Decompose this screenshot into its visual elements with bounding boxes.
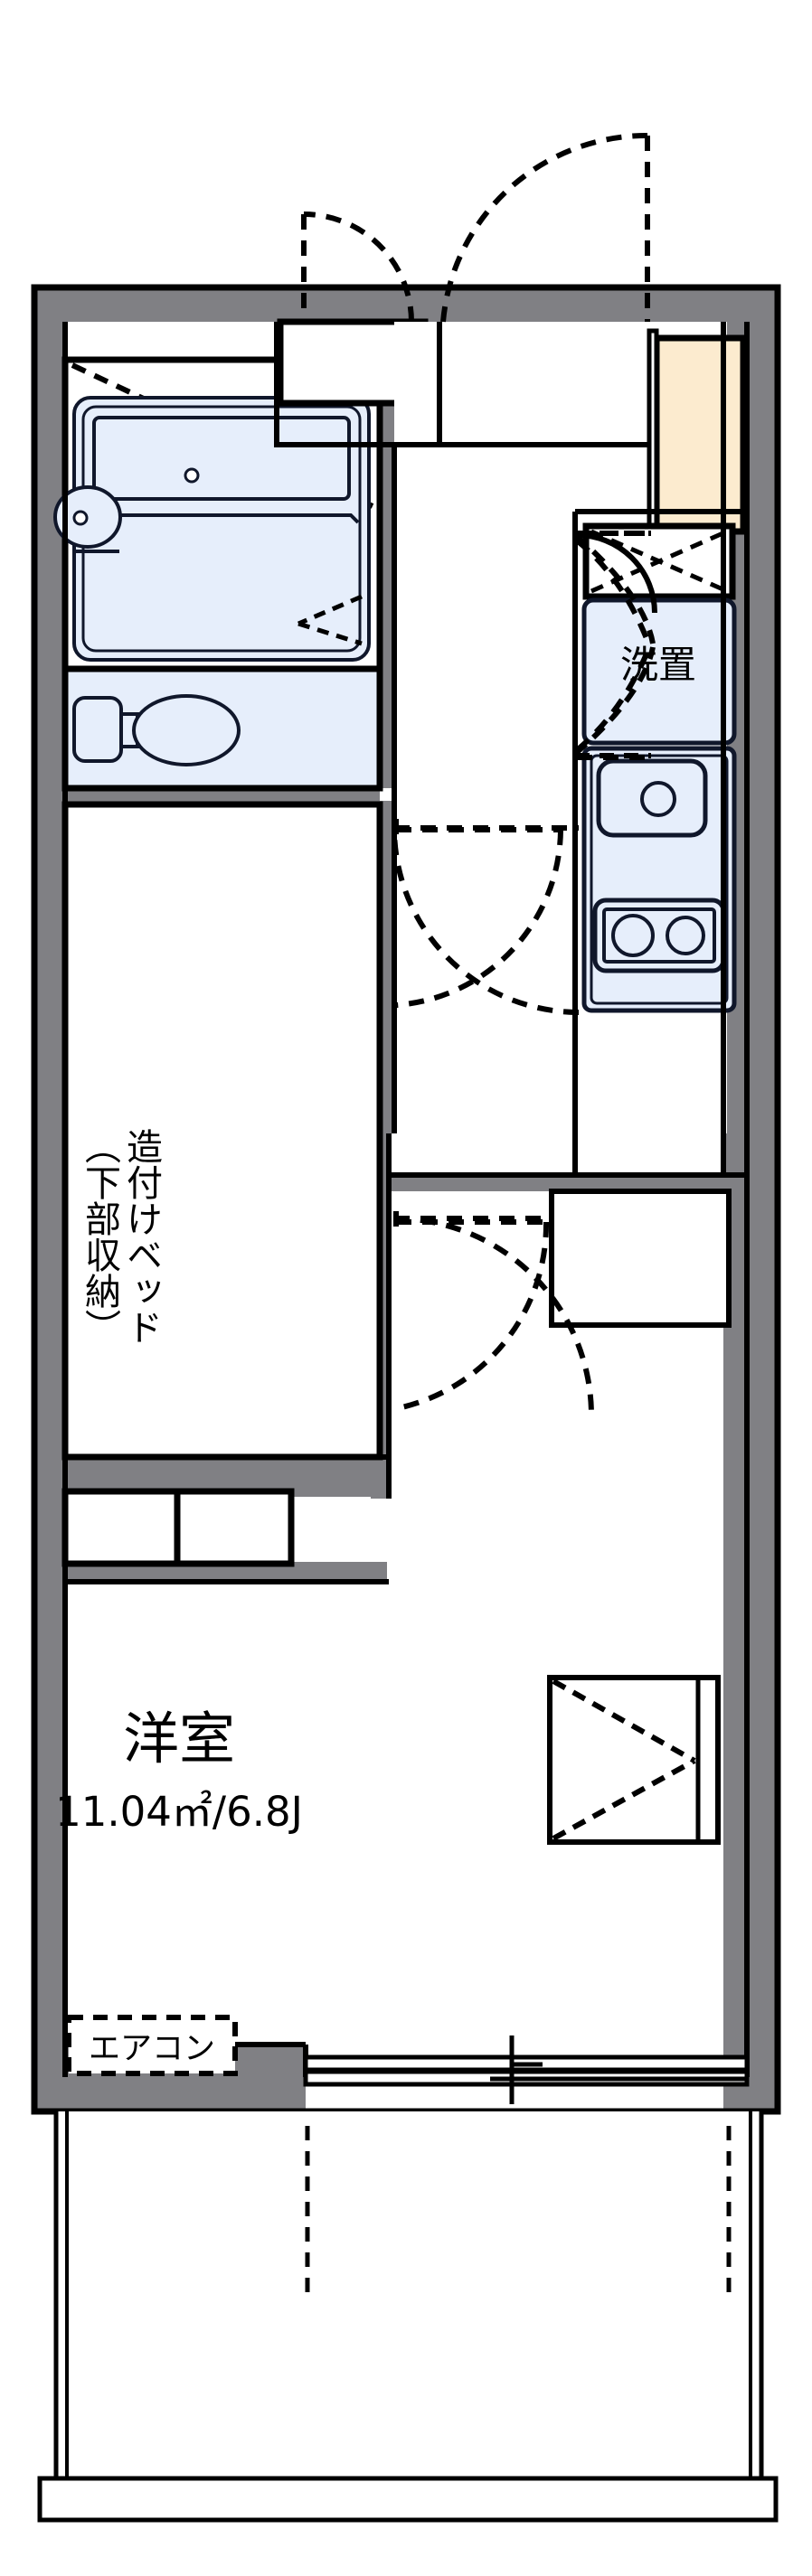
bed-lower-storage-label: （下部収納）	[79, 1128, 121, 1345]
built-in-bed-label-group: 造付けベッド （下部収納）	[79, 1128, 162, 1345]
bathtub	[92, 416, 351, 501]
built-in-bed-block	[61, 801, 383, 1567]
burner-left	[611, 914, 655, 957]
main-room-label: 洋室	[123, 1706, 235, 1772]
built-in-bed-outline	[61, 801, 383, 1461]
entry-closet-block	[549, 1189, 732, 1328]
aircon-label: エアコン	[89, 2031, 215, 2067]
entry-closet-door-marks	[573, 531, 656, 758]
aircon-outline	[66, 2015, 238, 2076]
balcony-rail-outline	[53, 2111, 764, 2481]
bath-toilet-block	[53, 356, 383, 792]
main-room-area-label: 11.04㎡/6.8J	[55, 1788, 303, 1836]
closet-door-swing-marks	[552, 1678, 696, 1841]
room-closet-block	[547, 1675, 721, 1845]
room-door-arc	[393, 1216, 594, 1416]
air-conditioner-box	[66, 2015, 238, 2076]
bath-door-arc	[392, 827, 580, 1015]
shoe-closet-arc-upper	[575, 538, 652, 647]
wall-edges	[62, 322, 750, 2077]
balcony-block	[37, 2035, 779, 2523]
built-in-bed-label: 造付けベッド	[120, 1128, 162, 1345]
entry-closet-arc-top	[576, 532, 657, 614]
washer-space	[581, 597, 737, 746]
bathtub-drain	[184, 467, 200, 484]
bed-drawer-left	[61, 1488, 183, 1567]
bath-sliding-door-mark	[297, 594, 363, 646]
toilet-tank	[72, 696, 123, 763]
room-closet	[547, 1675, 721, 1845]
living-door-group	[393, 1211, 550, 1411]
shoe-cabinet	[653, 334, 747, 535]
kitchen-block	[581, 597, 737, 1013]
toilet-bowl	[132, 694, 241, 766]
meter-door-arc	[303, 212, 414, 323]
washer-space-label: 洗置	[620, 643, 696, 687]
burner-right	[666, 916, 705, 955]
entry-closet	[549, 1189, 732, 1328]
shoe-closet-arc-lower	[575, 645, 652, 753]
bed-drawer-right	[174, 1488, 295, 1567]
balcony-partitions	[305, 2126, 732, 2298]
balcony-floor	[37, 2476, 779, 2523]
basin-drain	[72, 510, 89, 526]
sink-drain	[640, 781, 676, 817]
